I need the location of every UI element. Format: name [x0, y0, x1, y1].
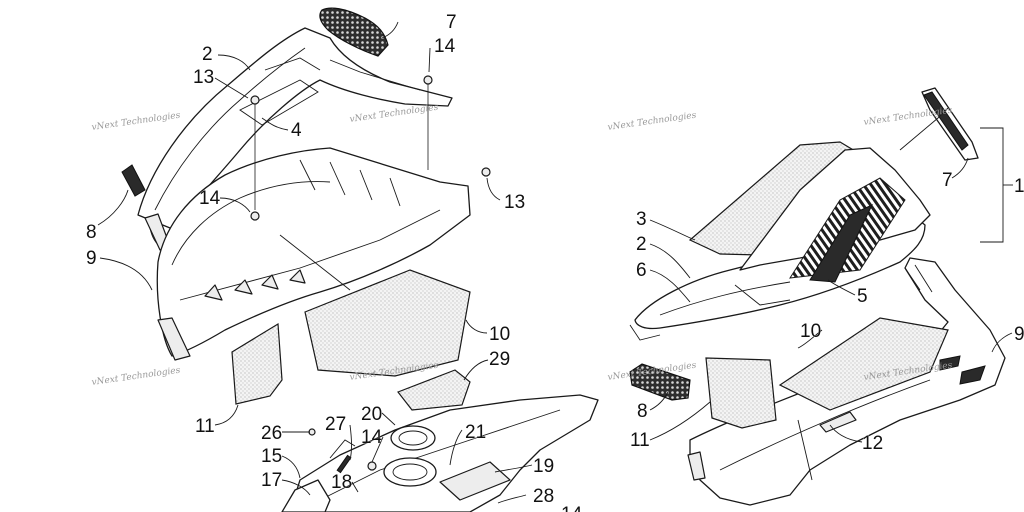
mirror-part-8-right [629, 363, 691, 401]
watermark-text: vNext Technologies [91, 366, 181, 388]
callout-label: 8 [637, 401, 648, 422]
watermark-text: vNext Technologies [91, 111, 181, 133]
callout-label: 14 [199, 188, 221, 209]
mirror-part-8-left [121, 164, 146, 197]
watermark-text: vNext Technologies [349, 103, 439, 125]
callout-label: 11 [630, 430, 650, 451]
callout-label: 19 [533, 456, 554, 477]
watermark-text: vNext Technologies [607, 111, 697, 133]
callout-label: 14 [434, 36, 456, 57]
callout-label: 12 [862, 433, 883, 454]
callout-label: 2 [636, 234, 647, 255]
callout-label: 13 [193, 67, 214, 88]
callout-label: 9 [86, 248, 97, 269]
belly-pan-lower [281, 394, 599, 512]
callout-label: 27 [325, 414, 346, 435]
foam-part-10-right [778, 317, 949, 411]
callout-label: 7 [446, 12, 457, 33]
callout-label: 15 [261, 446, 282, 467]
callout-label: 10 [800, 321, 821, 342]
callout-label: 28 [533, 486, 554, 507]
callout-label: 6 [636, 260, 647, 281]
leader-lines-left [97, 21, 533, 504]
callout-label: 14 [361, 427, 383, 448]
callout-label: 29 [489, 349, 510, 370]
callout-label: 14 [561, 504, 583, 512]
callout-label: 3 [636, 209, 647, 230]
upper-cowl-part-2 [137, 27, 453, 251]
callout-label: 21 [465, 422, 486, 443]
callout-label: 2 [202, 44, 213, 65]
vent-part-7-left [319, 7, 389, 57]
hood-part-9 [156, 147, 471, 361]
callout-label: 17 [261, 470, 282, 491]
left-assembly [97, 7, 599, 512]
callout-label: 1 [1014, 176, 1024, 197]
right-assembly [629, 87, 1013, 506]
plate-part-29 [397, 369, 471, 411]
callouts-left: 2 13 7 14 4 13 14 8 9 10 29 11 26 27 20 … [86, 12, 583, 512]
foam-part-10-left [304, 269, 471, 377]
callout-label: 9 [1014, 324, 1024, 345]
cowl-graphics-part-5 [629, 147, 931, 341]
bracket-part-1 [980, 127, 1013, 243]
fasteners-left [250, 75, 491, 471]
vent-part-7-right [921, 87, 979, 161]
callout-label: 13 [504, 192, 525, 213]
leader-lines-right [649, 107, 1013, 443]
callout-label: 8 [86, 222, 97, 243]
callout-label: 18 [331, 472, 352, 493]
callout-label: 11 [195, 416, 215, 437]
callout-label: 10 [489, 324, 510, 345]
foam-part-11-right [705, 357, 777, 429]
callout-label: 5 [857, 286, 868, 307]
callout-label: 4 [291, 120, 302, 141]
callout-label: 7 [942, 170, 953, 191]
callout-label: 20 [361, 404, 382, 425]
callouts-right: 7 1 3 2 6 5 10 9 8 11 12 [630, 170, 1024, 454]
foam-part-11-left [231, 322, 283, 405]
callout-label: 26 [261, 423, 282, 444]
